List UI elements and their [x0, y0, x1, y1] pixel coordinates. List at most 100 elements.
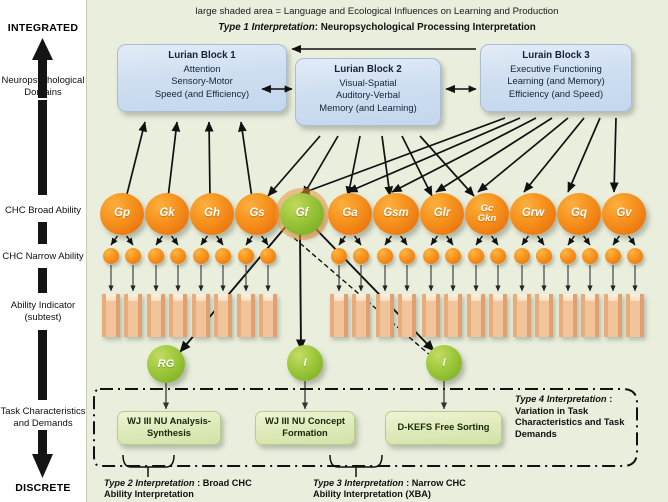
- narrow-ability-dot-gh-1[interactable]: [193, 248, 209, 264]
- axis-level-broad: CHC Broad Ability: [4, 205, 82, 216]
- narrow-ability-dot-glr-1[interactable]: [423, 248, 439, 264]
- axis-level-task: Task Characteristics and Demands: [0, 406, 86, 429]
- axis-level-task-line1: Task Characteristics: [0, 406, 86, 417]
- ability-indicator-bar-gp-1[interactable]: [102, 294, 120, 337]
- broad-ability-gh[interactable]: Gh: [190, 193, 234, 235]
- axis-level-neuro-line1: Neuropsychological: [1, 75, 85, 86]
- axis-segment-2: [38, 222, 47, 244]
- narrow-ability-dot-ga-2[interactable]: [353, 248, 369, 264]
- axis-bottom-label: DISCRETE: [15, 482, 71, 494]
- broad-ability-grw[interactable]: Grw: [510, 193, 556, 235]
- lurian-block-2-title: Lurian Block 2: [334, 64, 402, 75]
- broad-ability-gq-label: Gq: [571, 207, 587, 220]
- narrow-ability-dot-gsm-2[interactable]: [399, 248, 415, 264]
- broad-ability-gq[interactable]: Gq: [557, 193, 601, 235]
- narrow-ability-dot-glr-2[interactable]: [445, 248, 461, 264]
- narrow-ability-dot-ga-1[interactable]: [331, 248, 347, 264]
- lurian-block-3-line1: Executive Functioning: [510, 63, 602, 75]
- narrow-ability-dot-gv-2[interactable]: [627, 248, 643, 264]
- task-box-free-sorting[interactable]: D-KEFS Free Sorting: [385, 411, 502, 445]
- broad-ability-gp[interactable]: Gp: [100, 193, 144, 235]
- task-circle-i-1-label: I: [303, 357, 307, 369]
- lurian-block-3-line2: Learning (and Memory): [507, 75, 605, 87]
- broad-ability-gc-label: Gc: [480, 202, 494, 214]
- task-circle-i-1[interactable]: I: [287, 345, 323, 381]
- ability-indicator-bar-gsm-1[interactable]: [376, 294, 394, 337]
- narrow-ability-dot-gc-gkn-2[interactable]: [490, 248, 506, 264]
- broad-ability-gk[interactable]: Gk: [145, 193, 189, 235]
- broad-ability-gs[interactable]: Gs: [235, 193, 279, 235]
- lurian-block-1-line2: Sensory-Motor: [171, 75, 233, 87]
- narrow-ability-dot-gp-2[interactable]: [125, 248, 141, 264]
- broad-ability-gsm[interactable]: Gsm: [373, 193, 419, 235]
- type2-line2: Ability Interpretation: [104, 489, 194, 500]
- ability-indicator-bar-glr-1[interactable]: [422, 294, 440, 337]
- ability-indicator-bar-gp-2[interactable]: [124, 294, 142, 337]
- task-box-analysis-synthesis[interactable]: WJ III NU Analysis- Synthesis: [117, 411, 221, 445]
- task-circle-i-2[interactable]: I: [426, 345, 462, 381]
- ability-indicator-bar-gk-2[interactable]: [169, 294, 187, 337]
- lurian-block-3-line3: Efficiency (and Speed): [508, 87, 604, 99]
- broad-ability-gh-label: Gh: [204, 207, 220, 220]
- narrow-ability-dot-gs-1[interactable]: [238, 248, 254, 264]
- narrow-ability-dot-gk-2[interactable]: [170, 248, 186, 264]
- type3-interpretation-caption: Type 3 Interpretation : Narrow CHC Abili…: [313, 478, 466, 501]
- lurian-block-3[interactable]: Lurain Block 3 Executive Functioning Lea…: [480, 44, 632, 112]
- narrow-ability-dot-grw-1[interactable]: [514, 248, 530, 264]
- type2-prefix: Type 2 Interpretation: [104, 478, 195, 488]
- narrow-ability-dot-gsm-1[interactable]: [377, 248, 393, 264]
- narrow-ability-dot-gv-1[interactable]: [605, 248, 621, 264]
- ability-indicator-bar-gk-1[interactable]: [147, 294, 165, 337]
- narrow-ability-dot-gs-2[interactable]: [260, 248, 276, 264]
- broad-ability-gs-label: Gs: [249, 207, 265, 220]
- ability-indicator-bar-gv-1[interactable]: [604, 294, 622, 337]
- ability-indicator-bar-gq-1[interactable]: [559, 294, 577, 337]
- ability-indicator-bar-gsm-2[interactable]: [398, 294, 416, 337]
- ability-indicator-bar-grw-1[interactable]: [513, 294, 531, 337]
- narrow-ability-dot-gq-2[interactable]: [582, 248, 598, 264]
- broad-ability-gp-label: Gp: [114, 207, 130, 220]
- narrow-ability-dot-gk-1[interactable]: [148, 248, 164, 264]
- narrow-ability-dot-gq-1[interactable]: [560, 248, 576, 264]
- narrow-ability-dot-grw-2[interactable]: [536, 248, 552, 264]
- type1-interpretation-caption: Type 1 Interpretation: Neuropsychologica…: [86, 22, 668, 33]
- ability-indicator-bar-grw-2[interactable]: [535, 294, 553, 337]
- type3-prefix: Type 3 Interpretation: [313, 478, 404, 488]
- lurian-block-1-line1: Attention: [183, 63, 221, 75]
- broad-ability-glr-label: Glr: [433, 207, 451, 220]
- ability-indicator-bar-gq-2[interactable]: [581, 294, 599, 337]
- task-circle-rg[interactable]: RG: [147, 345, 185, 383]
- ability-indicator-bar-glr-2[interactable]: [444, 294, 462, 337]
- task-circle-i-2-label: I: [442, 357, 446, 369]
- ability-indicator-bar-gs-1[interactable]: [237, 294, 255, 337]
- broad-ability-ga[interactable]: Ga: [328, 193, 372, 235]
- narrow-ability-dot-gp-1[interactable]: [103, 248, 119, 264]
- broad-ability-grw-label: Grw: [521, 207, 545, 220]
- task-box-concept-formation[interactable]: WJ III NU Concept Formation: [255, 411, 355, 445]
- broad-ability-glr[interactable]: Glr: [420, 193, 464, 235]
- broad-ability-gf[interactable]: Gf: [280, 193, 324, 235]
- ability-indicator-bar-gc-gkn-2[interactable]: [489, 294, 507, 337]
- ability-indicator-bar-gv-2[interactable]: [626, 294, 644, 337]
- narrow-ability-dot-gh-2[interactable]: [215, 248, 231, 264]
- type2-interpretation-caption: Type 2 Interpretation : Broad CHC Abilit…: [104, 478, 252, 501]
- axis-level-indicator: Ability Indicator (subtest): [0, 300, 86, 323]
- type1-prefix: Type 1 Interpretation: [218, 22, 315, 33]
- ability-indicator-bar-ga-2[interactable]: [352, 294, 370, 337]
- lurian-block-2[interactable]: Lurian Block 2 Visual-Spatial Auditory-V…: [295, 58, 441, 126]
- broad-ability-gc-gkn[interactable]: Gc Gkn: [465, 193, 509, 235]
- type1-rest: : Neuropsychological Processing Interpre…: [314, 22, 536, 33]
- ability-indicator-bar-gh-1[interactable]: [192, 294, 210, 337]
- broad-ability-gk-label: Gk: [159, 207, 175, 220]
- task-circle-rg-label: RG: [157, 358, 175, 370]
- ability-indicator-bar-ga-1[interactable]: [330, 294, 348, 337]
- ability-indicator-bar-gh-2[interactable]: [214, 294, 232, 337]
- ability-indicator-bar-gc-gkn-1[interactable]: [467, 294, 485, 337]
- type4-interpretation-caption: Type 4 Interpretation : Variation in Tas…: [515, 394, 635, 440]
- narrow-ability-dot-gc-gkn-1[interactable]: [468, 248, 484, 264]
- task-box-3-line1: D-KEFS Free Sorting: [397, 422, 490, 433]
- type2-rest: : Broad CHC: [194, 478, 252, 488]
- ability-indicator-bar-gs-2[interactable]: [259, 294, 277, 337]
- broad-ability-gv[interactable]: Gv: [602, 193, 646, 235]
- lurian-block-1[interactable]: Lurian Block 1 Attention Sensory-Motor S…: [117, 44, 287, 112]
